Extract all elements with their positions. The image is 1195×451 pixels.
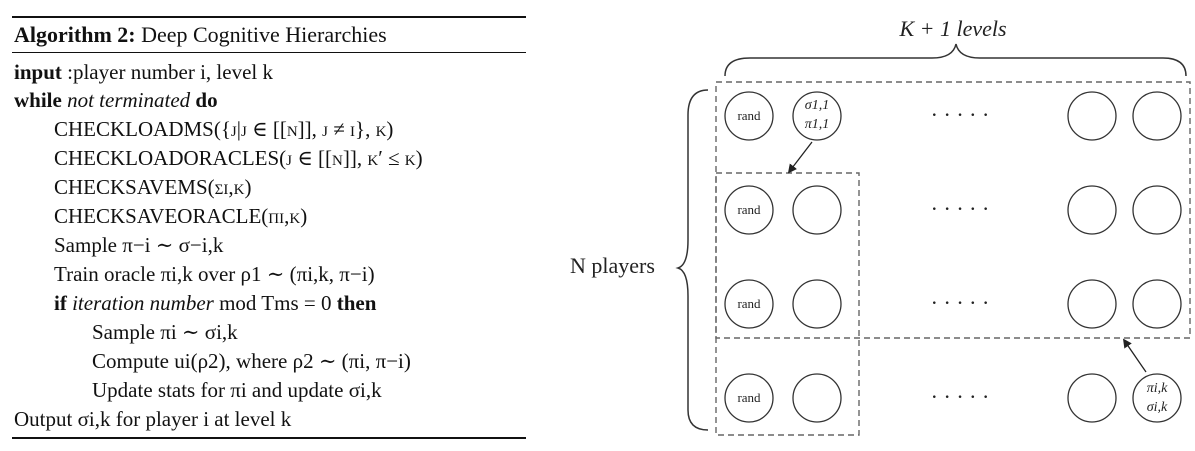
algorithm-number: Algorithm 2: [14,22,136,47]
algorithm-title: Algorithm 2: Deep Cognitive Hierarchies [14,22,387,48]
node-row4-col-k [1067,373,1117,423]
rand-label-row4: rand [737,390,761,405]
dots-row1: · · · · · [931,102,990,127]
sigma-1-1-label: σ1,1 [805,98,829,113]
hierarchy-diagram: K + 1 levels N players rand σ1,1 π1,1 · … [560,0,1195,451]
algo-line-check-save-ms: CHECKSAVEMS(σi,k) [54,175,252,199]
node-row2-col-k [1067,185,1117,235]
node-row1-col-k1 [1132,91,1182,141]
dots-row2: · · · · · [931,196,990,221]
node-row3-col2 [792,279,842,329]
node-row1-col-k [1067,91,1117,141]
arrow-sigma-to-row2 [787,141,813,174]
algorithm-name: Deep Cognitive Hierarchies [141,22,387,47]
top-rule [12,16,526,18]
keyword-then: then [336,291,377,315]
left-column-dashed-box [715,172,860,436]
diagram-svg: K + 1 levels N players rand σ1,1 π1,1 · … [570,16,1191,436]
keyword-do: do [195,88,218,112]
while-condition: not terminated [67,88,191,112]
keyword-while: while [14,88,62,112]
node-row4-col2 [792,373,842,423]
arrow-to-top-right-box [1122,338,1147,373]
pi-1-1-label: π1,1 [805,117,830,132]
algo-line-if: if iteration number mod Tms = 0 then [54,291,376,315]
node-rand-row3 [724,279,774,329]
sigma-i-k-label: σi,k [1147,400,1168,415]
players-label: N players [570,253,655,278]
node-row3-col-k1 [1132,279,1182,329]
node-rand-row2 [724,185,774,235]
keyword-input: input [14,60,62,84]
algo-line-output: Output σi,k for player i at level k [14,407,292,431]
node-sigma-pi-1-1 [792,91,842,141]
levels-label: K + 1 levels [898,16,1006,41]
algo-line-compute-utility: Compute ui(ρ2), where ρ2 ∼ (πi, π−i) [92,349,411,373]
dots-row4: · · · · · [931,384,990,409]
bottom-rule [12,437,526,439]
players-brace [675,89,709,431]
algo-line-check-load-ms: CHECKLOADMS({j|j ∈ [[n]], j ≠ i}, k) [54,117,394,141]
if-condition: iteration number [72,291,214,315]
keyword-if: if [54,291,67,315]
algo-line-update-stats: Update stats for πi and update σi,k [92,378,382,402]
algo-line-while: while not terminated do [14,88,218,112]
title-rule [12,52,526,54]
if-mod-expression: mod Tms = 0 [213,291,337,315]
pi-i-k-label: πi,k [1147,381,1168,396]
node-pi-sigma-i-k [1132,373,1182,423]
levels-brace [724,43,1187,77]
algo-line-sample-policy: Sample πi ∼ σi,k [92,320,238,344]
node-row2-col2 [792,185,842,235]
input-separator: : [61,60,73,84]
algo-line-sample-opponents: Sample π−i ∼ σ−i,k [54,233,224,257]
algo-line-input: input :player number i, level k [14,60,273,84]
node-row3-col-k [1067,279,1117,329]
algo-line-check-save-oracle: CHECKSAVEORACLE(πi,k) [54,204,308,228]
rand-label-row3: rand [737,296,761,311]
input-text: player number i, level k [72,60,273,84]
algo-line-check-load-oracles: CHECKLOADORACLES(j ∈ [[n]], k′ ≤ k) [54,146,423,170]
rand-label-row1: rand [737,108,761,123]
node-rand-row4 [724,373,774,423]
node-rand-row1 [724,91,774,141]
rand-label-row2: rand [737,202,761,217]
node-row2-col-k1 [1132,185,1182,235]
algo-line-train-oracle: Train oracle πi,k over ρ1 ∼ (πi,k, π−i) [54,262,375,286]
dots-row3: · · · · · [931,290,990,315]
